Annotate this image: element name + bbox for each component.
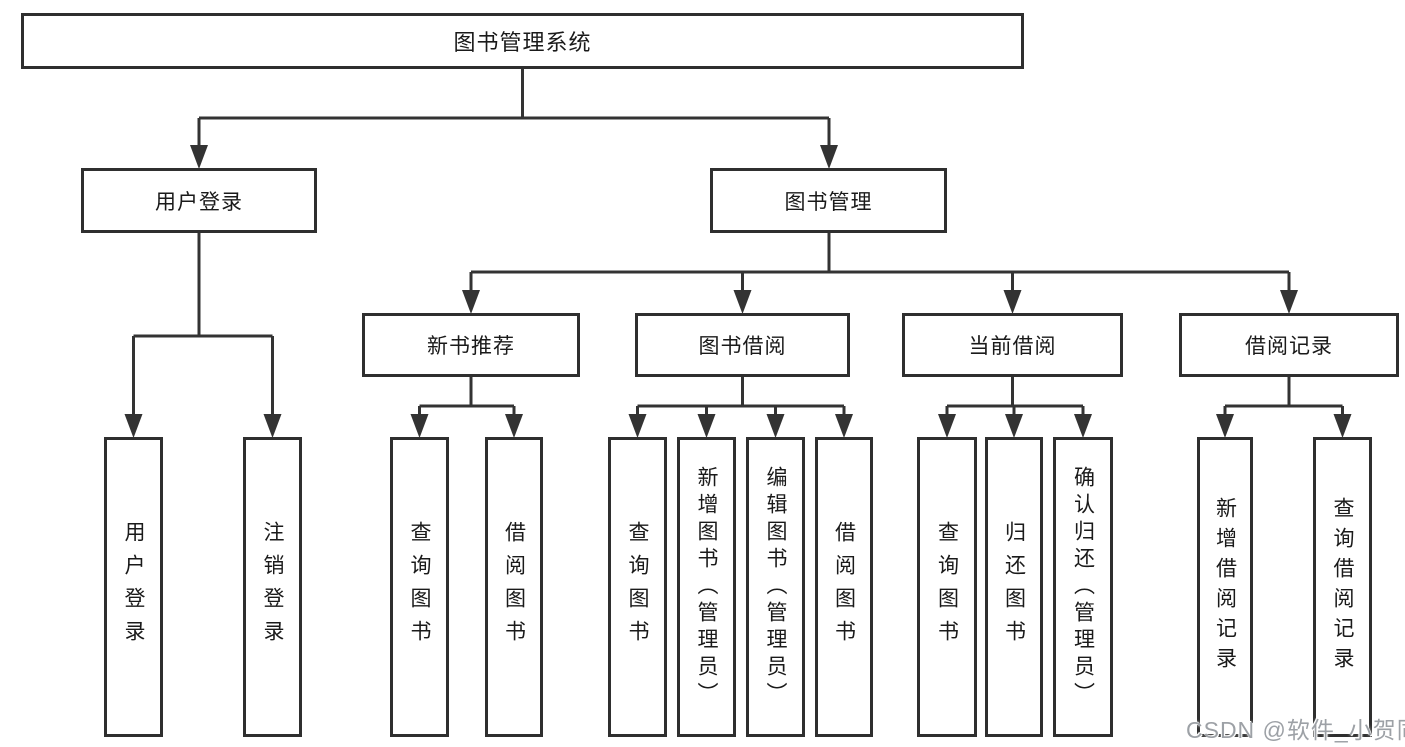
node-new-book-recommend: 新书推荐 bbox=[362, 313, 580, 377]
node-return-book-label: 归还图书 bbox=[1002, 521, 1026, 653]
node-logout-action-label: 注销登录 bbox=[261, 521, 284, 653]
arrowhead-icons bbox=[124, 145, 1352, 438]
node-query-borrow-record-label: 查询借阅记录 bbox=[1331, 497, 1354, 677]
node-user-login-action: 用户登录 bbox=[104, 437, 163, 737]
node-new-book-recommend-label: 新书推荐 bbox=[427, 335, 515, 358]
node-book-management-module-label: 图书管理 bbox=[784, 190, 873, 214]
node-borrow-books-recommend-label: 借阅图书 bbox=[502, 521, 526, 653]
node-add-book-admin-label: 新增图书（管理员） bbox=[695, 465, 718, 709]
node-query-books-recommend-label: 查询图书 bbox=[408, 521, 431, 653]
node-add-book-admin: 新增图书（管理员） bbox=[677, 437, 736, 737]
node-query-borrow-record: 查询借阅记录 bbox=[1313, 437, 1372, 737]
node-query-books-current: 查询图书 bbox=[917, 437, 977, 737]
node-user-login-module-label: 用户登录 bbox=[155, 190, 243, 214]
node-current-borrowing-label: 当前借阅 bbox=[968, 335, 1057, 358]
node-add-borrow-record-label: 新增借阅记录 bbox=[1213, 497, 1237, 677]
node-query-books-current-label: 查询图书 bbox=[935, 521, 959, 653]
node-library-system: 图书管理系统 bbox=[21, 13, 1024, 69]
node-book-borrowing-label: 图书借阅 bbox=[698, 335, 787, 358]
node-logout-action: 注销登录 bbox=[243, 437, 302, 737]
csdn-watermark: CSDN @软件_小贺同学 bbox=[1186, 717, 1405, 743]
node-library-system-label: 图书管理系统 bbox=[453, 30, 592, 55]
node-user-login-action-label: 用户登录 bbox=[122, 521, 145, 653]
node-query-books-borrowing-label: 查询图书 bbox=[626, 521, 649, 653]
node-borrow-books-recommend: 借阅图书 bbox=[485, 437, 543, 737]
node-add-borrow-record: 新增借阅记录 bbox=[1197, 437, 1253, 737]
node-borrow-books-borrowing: 借阅图书 bbox=[815, 437, 873, 737]
node-confirm-return-admin-label: 确认归还（管理员） bbox=[1071, 465, 1095, 709]
node-borrowing-records: 借阅记录 bbox=[1179, 313, 1399, 377]
node-edit-book-admin: 编辑图书（管理员） bbox=[746, 437, 805, 737]
node-return-book: 归还图书 bbox=[985, 437, 1043, 737]
node-book-management-module: 图书管理 bbox=[710, 168, 947, 233]
node-borrow-books-borrowing-label: 借阅图书 bbox=[832, 521, 856, 653]
node-edit-book-admin-label: 编辑图书（管理员） bbox=[764, 465, 787, 709]
node-query-books-recommend: 查询图书 bbox=[390, 437, 449, 737]
node-borrowing-records-label: 借阅记录 bbox=[1245, 335, 1333, 358]
node-confirm-return-admin: 确认归还（管理员） bbox=[1053, 437, 1113, 737]
node-book-borrowing: 图书借阅 bbox=[635, 313, 850, 377]
node-current-borrowing: 当前借阅 bbox=[902, 313, 1123, 377]
node-user-login-module: 用户登录 bbox=[81, 168, 317, 233]
node-query-books-borrowing: 查询图书 bbox=[608, 437, 667, 737]
